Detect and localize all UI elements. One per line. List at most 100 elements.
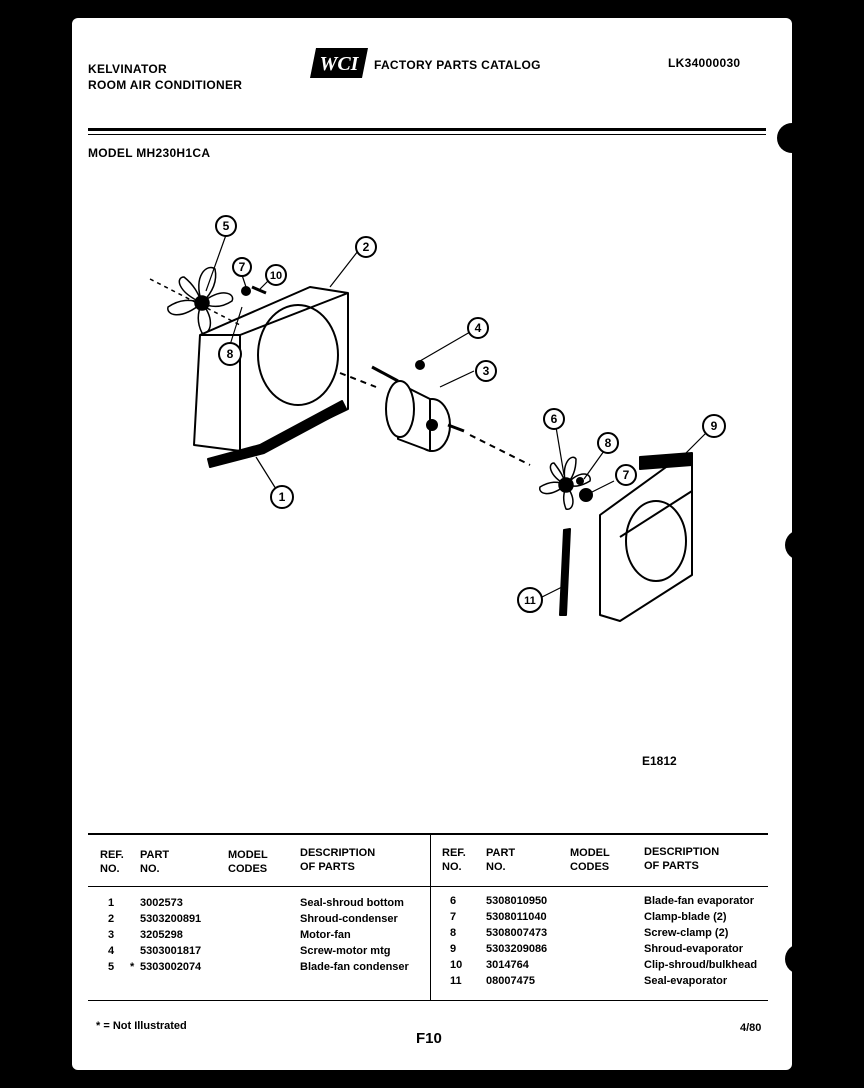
ref-no: 1	[108, 897, 115, 909]
exploded-parts-diagram: 5 2 7 10 8 4 3 1 6 8 7 9 11	[80, 195, 760, 650]
svg-text:10: 10	[270, 270, 282, 282]
table-row: 2 5303200891 Shroud-condenser	[0, 913, 864, 928]
callout-1: 1	[270, 485, 294, 509]
callout-9: 9	[702, 414, 726, 438]
svg-text:2: 2	[363, 240, 370, 254]
part-no: 5308011040	[486, 911, 547, 923]
table-bottom-rule	[88, 1000, 768, 1001]
callout-8a: 8	[218, 342, 242, 366]
svg-text:5: 5	[223, 219, 230, 233]
part-description: Blade-fan condenser	[300, 961, 409, 973]
part-no: 5308010950	[486, 895, 548, 907]
ref-no: 2	[108, 913, 115, 925]
svg-text:11: 11	[524, 595, 536, 607]
part-no: 5308007473	[486, 927, 548, 939]
print-date: 4/80	[740, 1022, 762, 1034]
callout-11: 11	[517, 587, 543, 613]
ref-no: 7	[450, 911, 457, 923]
part-description: Shroud-condenser	[300, 913, 398, 925]
evaporator-shroud	[599, 452, 693, 622]
shroud-bottom-seal	[207, 400, 347, 468]
ref-no: 4	[108, 945, 115, 957]
part-description: Clamp-blade (2)	[644, 911, 727, 923]
part-description: Blade-fan evaporator	[644, 895, 755, 907]
part-no: 5303209086	[486, 943, 548, 955]
figure-id: E1812	[642, 754, 677, 768]
binder-hole-bottom	[785, 944, 815, 974]
catalog-number: LK34000030	[668, 56, 741, 70]
part-no: 5303200891	[140, 913, 202, 925]
condenser-shroud-opening	[257, 304, 339, 406]
part-no: 3002573	[140, 897, 183, 909]
part-description: Motor-fan	[300, 929, 351, 941]
part-description: Seal-evaporator	[644, 975, 728, 987]
callout-4: 4	[467, 317, 489, 339]
condenser-shroud	[193, 286, 349, 454]
ref-no: 3	[108, 929, 115, 941]
svg-text:7: 7	[239, 260, 246, 274]
svg-text:6: 6	[551, 412, 558, 426]
col-ref-left: REF.NO.	[100, 849, 124, 875]
callout-3: 3	[475, 360, 497, 382]
table-row: 4 5303001817 Screw-motor mtg	[0, 945, 864, 960]
ref-no: 11	[450, 975, 462, 987]
part-no: 3014764	[486, 959, 529, 971]
svg-text:4: 4	[475, 321, 482, 335]
binder-hole-top	[777, 123, 807, 153]
callout-2: 2	[355, 236, 377, 258]
evaporator-seal	[559, 528, 571, 616]
part-description: Seal-shroud bottom	[300, 897, 404, 909]
callout-7a: 7	[232, 257, 252, 277]
not-illustrated-mark: *	[130, 961, 135, 973]
fan-motor	[371, 365, 465, 452]
callout-7b: 7	[615, 464, 637, 486]
part-no: 08007475	[486, 975, 535, 987]
svg-text:7: 7	[623, 468, 630, 482]
svg-text:8: 8	[227, 347, 234, 361]
part-description: Shroud-evaporator	[644, 943, 744, 955]
svg-text:8: 8	[605, 436, 612, 450]
callout-6: 6	[543, 408, 565, 430]
part-no: 5303001817	[140, 945, 202, 957]
binder-hole-middle	[785, 530, 815, 560]
header-rule-thick	[88, 128, 766, 131]
svg-text:1: 1	[279, 490, 286, 504]
part-description: Screw-clamp (2)	[644, 927, 729, 939]
table-row: 3 3205298 Motor-fan	[0, 929, 864, 944]
ref-no: 9	[450, 943, 457, 955]
table-row: 1 3002573 Seal-shroud bottom	[0, 897, 864, 912]
callout-8b: 8	[597, 432, 619, 454]
condenser-fan-blade	[149, 266, 241, 334]
table-header-rule	[88, 886, 768, 887]
evaporator-fan-blade	[539, 456, 591, 510]
product-type: ROOM AIR CONDITIONER	[88, 78, 243, 92]
model-label: MODEL MH230H1CA	[88, 146, 211, 160]
table-top-rule	[88, 833, 768, 835]
motor-screw	[415, 360, 425, 370]
svg-text:9: 9	[711, 419, 718, 433]
page-number: F10	[416, 1030, 442, 1047]
not-illustrated-note: * = Not Illustrated	[96, 1020, 187, 1032]
catalog-title: FACTORY PARTS CATALOG	[374, 58, 541, 72]
part-description: Screw-motor mtg	[300, 945, 391, 957]
col-ref-right: REF.NO.	[442, 847, 466, 873]
callout-5: 5	[215, 215, 237, 237]
part-no: 3205298	[140, 929, 183, 941]
table-row: 9 5303209086 Shroud-evaporator	[0, 943, 864, 958]
logo-text: WCI	[320, 53, 360, 75]
table-row: 11 08007475 Seal-evaporator	[0, 975, 864, 990]
header-rule-thin	[88, 134, 766, 135]
callout-10: 10	[265, 264, 287, 286]
part-description: Clip-shroud/bulkhead	[644, 959, 758, 971]
svg-text:3: 3	[483, 364, 490, 378]
